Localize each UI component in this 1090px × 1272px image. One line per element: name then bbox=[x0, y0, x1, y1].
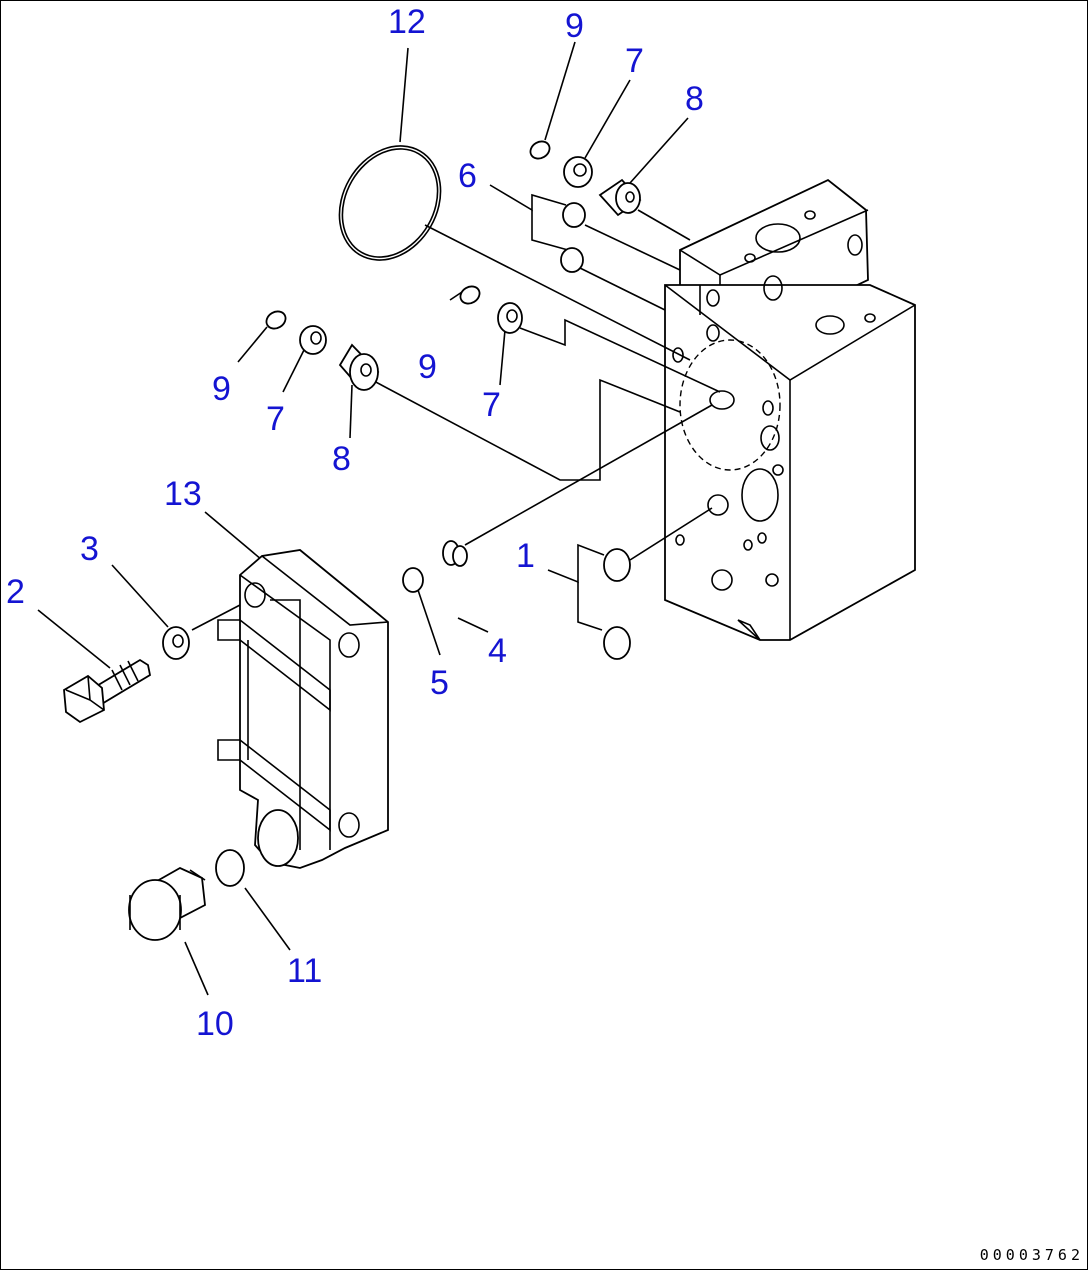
callout-12: 12 bbox=[388, 3, 426, 41]
leader-lines bbox=[37, 41, 721, 996]
cover-13 bbox=[217, 549, 389, 869]
orifice-4 bbox=[442, 540, 468, 567]
callout-7-mid: 7 bbox=[482, 386, 501, 424]
callout-7-top: 7 bbox=[625, 42, 644, 80]
plug-1-lower bbox=[603, 626, 631, 660]
spacer-8-top bbox=[598, 178, 642, 217]
washer-3 bbox=[162, 626, 190, 660]
callout-8-top: 8 bbox=[685, 80, 704, 118]
callout-5: 5 bbox=[430, 664, 449, 702]
plug-10 bbox=[128, 866, 206, 941]
o-ring-11 bbox=[215, 849, 245, 887]
callout-9-mid: 9 bbox=[418, 348, 437, 386]
callout-4: 4 bbox=[488, 632, 507, 670]
o-ring-9-left bbox=[265, 310, 287, 330]
washer-7-mid bbox=[497, 302, 523, 334]
bolt-2 bbox=[63, 658, 152, 724]
drawing-code: 00003762 bbox=[979, 1246, 1084, 1264]
callout-2: 2 bbox=[6, 573, 25, 611]
callout-labels: 12 9 7 8 6 9 7 8 9 7 13 3 2 1 4 5 11 10 bbox=[6, 3, 704, 1043]
washer-7-left bbox=[299, 325, 327, 355]
spacer-8-left bbox=[338, 343, 380, 391]
washer-7-top bbox=[563, 156, 593, 188]
plug-6-lower bbox=[560, 247, 584, 273]
o-ring-large bbox=[338, 145, 442, 261]
o-ring-9-mid bbox=[459, 285, 481, 305]
plug-6-upper bbox=[562, 202, 586, 228]
callout-1: 1 bbox=[516, 537, 535, 575]
callout-3: 3 bbox=[80, 530, 99, 568]
callout-6: 6 bbox=[458, 157, 477, 195]
callout-9-left: 9 bbox=[212, 370, 231, 408]
valve-body bbox=[664, 178, 916, 641]
callout-8-left: 8 bbox=[332, 440, 351, 478]
o-ring-5 bbox=[402, 567, 424, 593]
callout-9-top: 9 bbox=[565, 7, 584, 45]
o-ring-9-top bbox=[529, 140, 551, 160]
callout-7-left: 7 bbox=[266, 400, 285, 438]
plug-1-upper bbox=[603, 548, 631, 582]
callout-10: 10 bbox=[196, 1005, 234, 1043]
callout-13: 13 bbox=[164, 475, 202, 513]
callout-11: 11 bbox=[287, 952, 322, 990]
